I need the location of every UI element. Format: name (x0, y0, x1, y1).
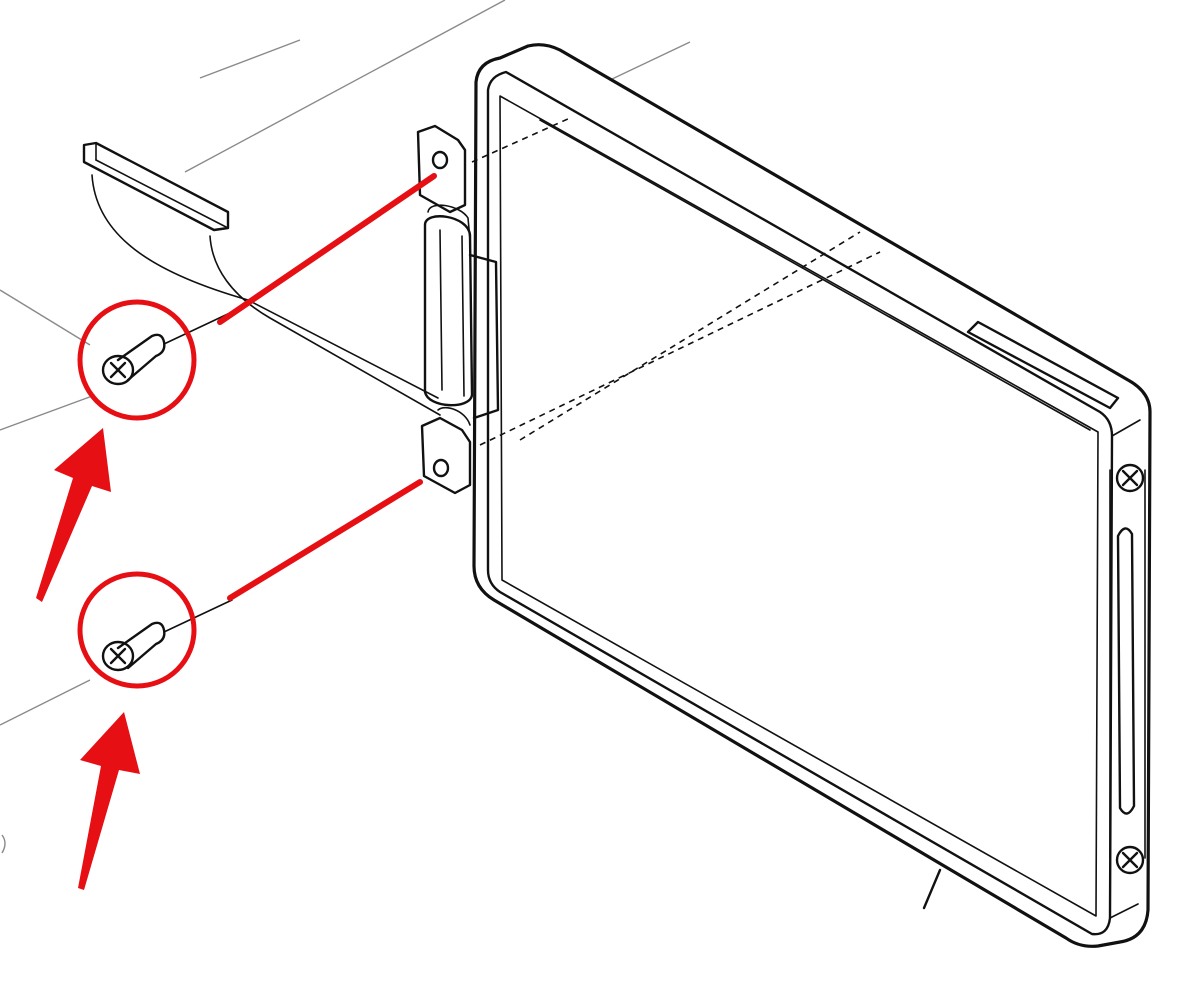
cable-edge-upper (91, 174, 439, 399)
screw-icon (101, 354, 135, 386)
hinge-lower-hole (432, 458, 450, 478)
panel-top-slot (966, 320, 1120, 410)
screw-lower (101, 599, 233, 672)
alignment-guides (471, 117, 881, 446)
screw-axis-line (163, 599, 233, 633)
hinge-upper-hole (431, 150, 449, 170)
hinge-lower-tab (420, 416, 472, 495)
display-panel (472, 43, 1152, 948)
panel-front-bezel (486, 70, 1114, 936)
cable-connector-edge (95, 159, 229, 229)
panel-side-screw-top (1115, 463, 1145, 493)
hinge-upper-tab (416, 124, 467, 214)
ghost-line (199, 39, 301, 79)
screw-axis-line (163, 311, 233, 345)
screw-icon (101, 640, 135, 672)
ghost-line (0, 679, 91, 726)
alignment-dash (519, 231, 861, 441)
ghost-line (609, 41, 691, 81)
screw-icon (1115, 845, 1145, 875)
leader-line (922, 868, 942, 910)
screw-shank (116, 621, 166, 670)
insertion-line-lower (227, 479, 423, 601)
hinge-knuckle-bottom (437, 406, 471, 426)
alignment-dash (479, 251, 881, 446)
panel-screen-area (499, 95, 1099, 917)
panel-side-edge (1109, 903, 1139, 919)
hinge-leaf (468, 253, 500, 420)
hinge-barrel-highlight (439, 229, 443, 391)
screw-cross (109, 361, 127, 379)
highlight-circle-icon (77, 299, 197, 421)
screw-cross (1121, 851, 1139, 869)
panel-side-edge (1111, 419, 1141, 437)
red-callouts (36, 173, 437, 890)
ghost-line (0, 289, 91, 346)
hinge-knuckle-top (427, 204, 471, 241)
cable-edge-lower (209, 235, 441, 416)
arrow-up-icon (36, 428, 111, 602)
background-construction-lines (0, 0, 691, 854)
highlight-circle-icon (77, 571, 197, 689)
screw-upper (101, 311, 233, 386)
insertion-line-upper (217, 173, 437, 325)
panel-side-screw-bottom (1115, 845, 1145, 875)
ghost-line (1, 834, 6, 854)
hinge-bracket (416, 124, 500, 495)
screw-cross (1121, 469, 1139, 487)
screw-shank (116, 333, 166, 382)
ghost-line (184, 0, 506, 173)
arrow-up-icon (78, 712, 140, 890)
ghost-line (0, 394, 96, 431)
screw-cross (109, 647, 127, 665)
hinge-barrel (423, 215, 474, 407)
panel-side-slot (1116, 527, 1136, 815)
alignment-dash (471, 117, 571, 163)
screw-icon (1115, 463, 1145, 493)
panel-outer-frame (472, 43, 1152, 948)
panel-screen-edge-line (539, 119, 1091, 431)
hinge-barrel-highlight (461, 235, 465, 397)
ribbon-cable (82, 141, 441, 416)
